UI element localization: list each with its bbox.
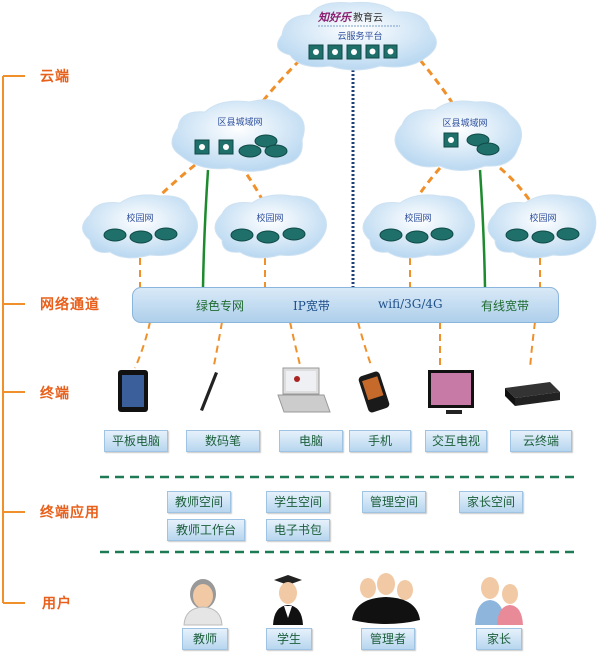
interactive-tv-icon bbox=[428, 370, 474, 414]
router-icon bbox=[556, 227, 580, 241]
cloud-campus-3 bbox=[362, 194, 475, 259]
orange-dashed-links bbox=[134, 58, 541, 369]
router-icon bbox=[505, 228, 529, 242]
network-devices bbox=[103, 44, 580, 244]
app-e-schoolbag: 电子书包 bbox=[266, 519, 330, 541]
router-icon bbox=[254, 134, 278, 148]
campus-cloud-title: 校园网 bbox=[126, 214, 154, 224]
layer-label-cloud: 云端 bbox=[40, 69, 70, 85]
campus-cloud-title: 校园网 bbox=[404, 214, 432, 224]
layer-label-network-channel: 网络通道 bbox=[40, 297, 100, 313]
cloud-campus-4 bbox=[487, 194, 597, 259]
router-icon bbox=[476, 142, 500, 156]
router-icon bbox=[282, 227, 306, 241]
terminal-cloud-terminal: 云终端 bbox=[510, 430, 572, 452]
cloud-platform-title: 云服务平台 bbox=[337, 32, 383, 42]
user-teacher: 教师 bbox=[182, 628, 228, 650]
channel-wired-broadband: 有线宽带 bbox=[481, 299, 530, 313]
layer-label-users: 用户 bbox=[42, 596, 72, 612]
app-admin-space: 管理空间 bbox=[362, 491, 426, 513]
terminal-computer: 电脑 bbox=[279, 430, 343, 452]
app-parent-space: 家长空间 bbox=[459, 491, 523, 513]
cloud-campus-2 bbox=[214, 194, 327, 259]
cloud-campus-1 bbox=[82, 194, 198, 259]
district-cloud-title: 区县城域网 bbox=[217, 118, 263, 128]
layer-label-terminal: 终端 bbox=[40, 386, 70, 402]
router-icon bbox=[154, 227, 178, 241]
router-icon bbox=[264, 144, 288, 158]
green-link bbox=[478, 169, 487, 288]
laptop-icon bbox=[277, 367, 331, 413]
parent-icon bbox=[475, 577, 523, 625]
terminal-digital-pen: 数码笔 bbox=[186, 430, 260, 452]
router-icon bbox=[430, 227, 454, 241]
router-icon bbox=[103, 228, 127, 242]
brand-suffix: 教育云 bbox=[353, 13, 383, 24]
cloud-terminal-icon bbox=[505, 382, 560, 406]
user-parent: 家长 bbox=[476, 628, 522, 650]
user-student: 学生 bbox=[266, 628, 312, 650]
cloud-brand: 知好乐教育云 bbox=[318, 9, 383, 25]
teacher-icon bbox=[183, 579, 223, 626]
terminal-devices bbox=[118, 367, 560, 414]
channel-ip-broadband: IP宽带 bbox=[293, 299, 330, 313]
digital-pen-icon bbox=[200, 372, 218, 411]
channel-green-network: 绿色专网 bbox=[196, 299, 245, 313]
campus-cloud-title: 校园网 bbox=[529, 214, 557, 224]
campus-cloud-title: 校园网 bbox=[256, 214, 284, 224]
user-administrator: 管理者 bbox=[361, 628, 415, 650]
green-link bbox=[201, 169, 210, 288]
router-icon bbox=[238, 144, 262, 158]
cloud-district-left bbox=[171, 99, 305, 172]
app-student-space: 学生空间 bbox=[266, 491, 330, 513]
terminal-tablet: 平板电脑 bbox=[104, 430, 168, 452]
student-icon bbox=[273, 575, 303, 625]
network-channel-bar: 绿色专网 IP宽带 wifi/3G/4G 有线宽带 bbox=[132, 287, 559, 323]
router-icon bbox=[405, 230, 429, 244]
terminal-interactive-tv: 交互电视 bbox=[425, 430, 487, 452]
app-teacher-workbench: 教师工作台 bbox=[167, 519, 245, 541]
layer-label-terminal-apps: 终端应用 bbox=[40, 505, 100, 521]
router-icons bbox=[103, 133, 580, 244]
app-teacher-space: 教师空间 bbox=[167, 491, 231, 513]
router-icon bbox=[531, 230, 555, 244]
brand-logo: 知好乐 bbox=[318, 11, 351, 24]
district-cloud-title: 区县城域网 bbox=[442, 119, 488, 129]
mobile-phone-icon bbox=[358, 371, 390, 413]
router-icon bbox=[230, 228, 254, 242]
user-figures bbox=[183, 573, 523, 626]
router-icon bbox=[379, 228, 403, 242]
router-icon bbox=[129, 230, 153, 244]
administrator-icon bbox=[352, 573, 420, 624]
channel-wireless: wifi/3G/4G bbox=[378, 297, 443, 311]
router-icon bbox=[256, 230, 280, 244]
terminal-mobile-phone: 手机 bbox=[349, 430, 411, 452]
